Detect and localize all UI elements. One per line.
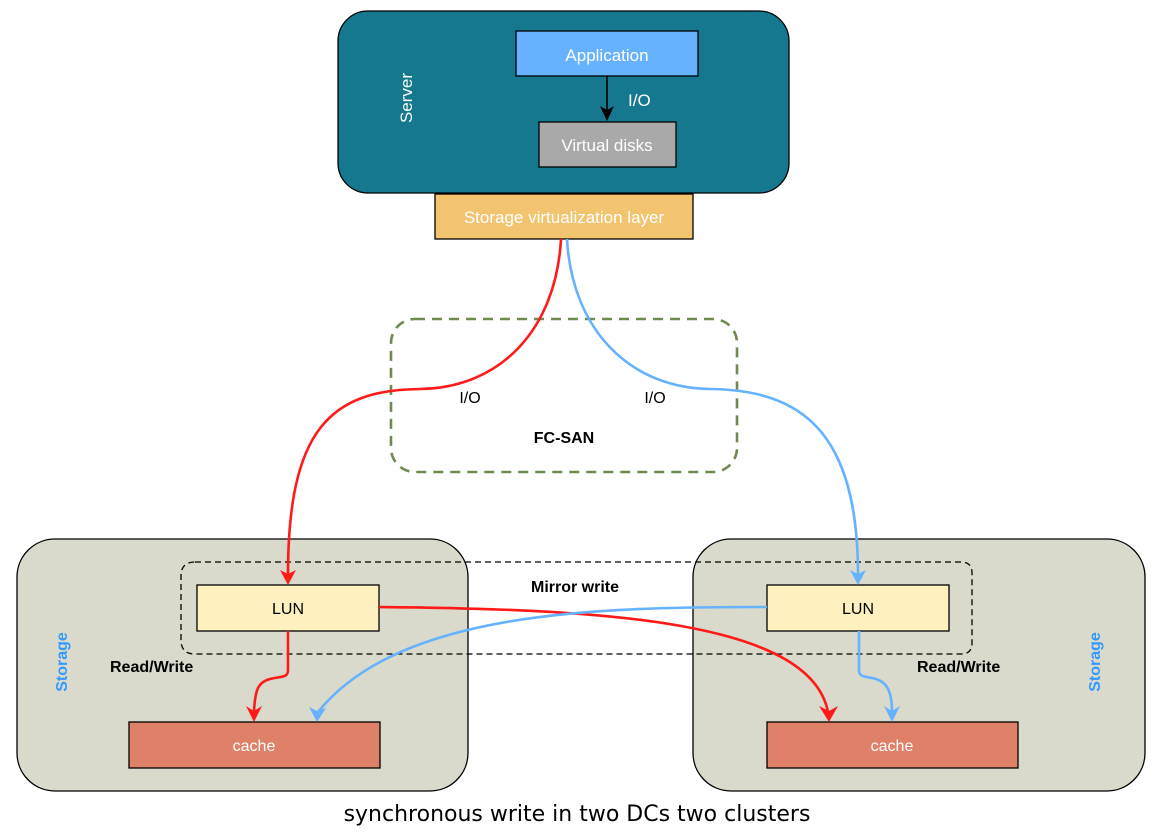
red-mirror-path <box>378 605 830 713</box>
blue-local-arrow-head-icon <box>884 706 900 722</box>
fc-san-io-right-label: I/O <box>644 390 665 407</box>
red-arrow-head-icon <box>280 570 296 585</box>
fc-san-box <box>389 317 739 474</box>
virtualization-layer-label: Storage virtualization layer <box>464 208 665 227</box>
blue-local-path <box>857 631 894 713</box>
storage-right-label: Storage <box>1087 632 1104 692</box>
blue-arrow-head-icon <box>850 570 866 585</box>
blue-mirror-path <box>316 605 768 713</box>
mirror-write-label: Mirror write <box>531 579 619 596</box>
red-local-arrow-head-icon <box>246 706 262 722</box>
mirror-region <box>180 561 973 655</box>
server-io-label: I/O <box>628 91 651 110</box>
rw-left-label: Read/Write <box>110 659 193 676</box>
virtualization-layer-box <box>434 193 694 240</box>
lun-left-label: LUN <box>272 601 304 618</box>
virtual-disks-box <box>538 121 677 168</box>
fc-san-io-left-label: I/O <box>459 390 480 407</box>
cache-left-box <box>128 721 381 769</box>
blue-io-path <box>565 238 860 576</box>
lun-right-label: LUN <box>842 601 874 618</box>
storage-left-label: Storage <box>54 632 71 692</box>
blue-mirror-arrow-head-icon <box>309 707 326 722</box>
application-box <box>515 30 699 77</box>
cache-right-label: cache <box>871 738 914 755</box>
rw-right-label: Read/Write <box>917 659 1000 676</box>
red-mirror-arrow-head-icon <box>819 706 838 722</box>
fc-san-label: FC-SAN <box>534 430 594 447</box>
server-label: Server <box>397 73 416 123</box>
cache-right-box <box>766 721 1019 769</box>
lun-left-box <box>196 584 380 632</box>
cache-left-label: cache <box>233 738 276 755</box>
arrow-head-icon <box>600 106 614 121</box>
lun-right-box <box>766 584 950 632</box>
diagram-caption: synchronous write in two DCs two cluster… <box>344 802 811 827</box>
red-io-path <box>286 238 563 576</box>
application-label: Application <box>565 46 648 65</box>
virtual-disks-label: Virtual disks <box>561 136 652 155</box>
red-local-path <box>252 631 290 713</box>
